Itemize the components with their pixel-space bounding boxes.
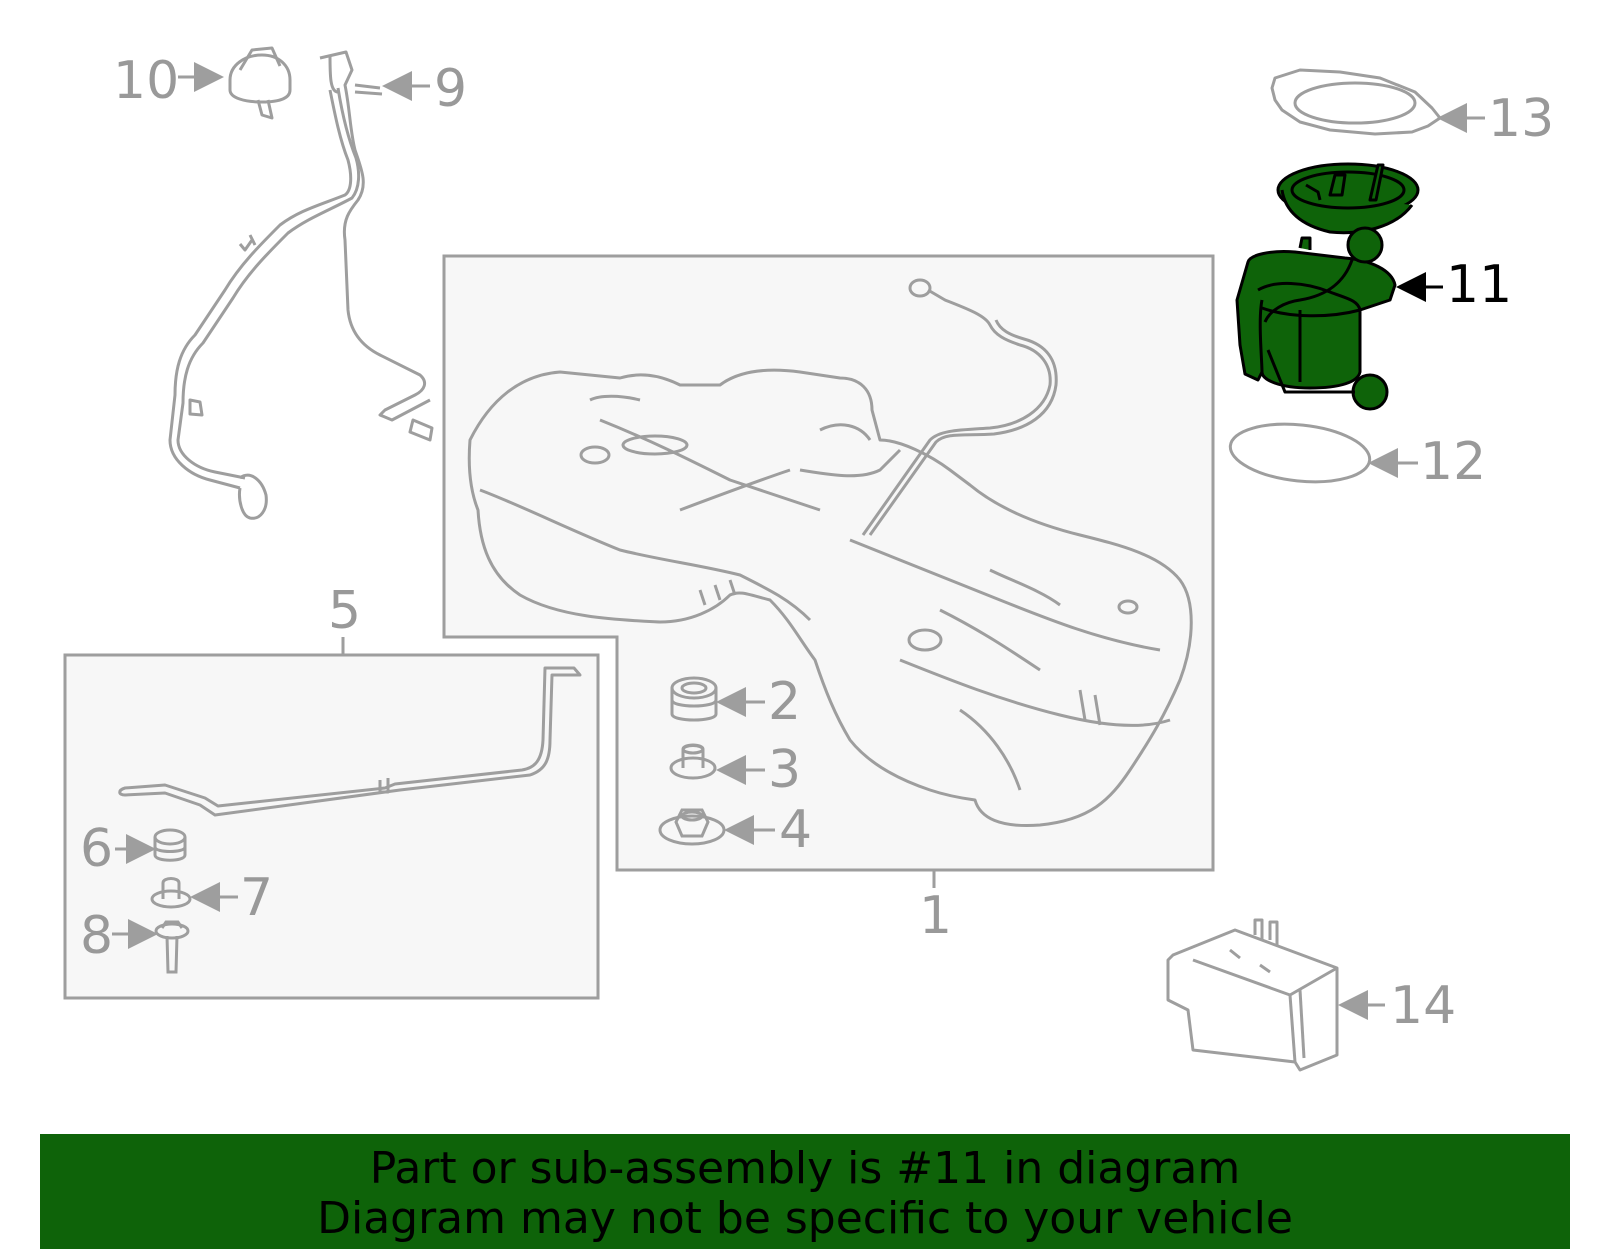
callout-13: 13 <box>1488 89 1555 149</box>
lock-ring-part-13 <box>1270 68 1442 136</box>
tank-group-panel <box>442 254 1215 872</box>
callout-9: 9 <box>434 59 468 119</box>
info-banner: Part or sub-assembly is #11 in diagram D… <box>40 1134 1570 1249</box>
banner-line-1: Part or sub-assembly is #11 in diagram <box>369 1143 1241 1194</box>
control-module-part-14 <box>1166 918 1339 1072</box>
callout-5: 5 <box>328 581 362 641</box>
callout-14: 14 <box>1390 976 1457 1036</box>
fuel-cap-part-10 <box>228 46 292 120</box>
callout-12: 12 <box>1420 432 1487 492</box>
callout-4: 4 <box>779 800 813 860</box>
bolt-part-8 <box>154 920 190 974</box>
callout-3: 3 <box>768 740 802 800</box>
strap-part-5 <box>118 666 582 817</box>
banner-line-2: Diagram may not be specific to your vehi… <box>317 1193 1293 1244</box>
filler-pipe-part-9 <box>168 50 434 520</box>
callout-2: 2 <box>768 672 802 732</box>
callout-6: 6 <box>80 819 114 879</box>
strap-group-panel <box>63 653 600 1000</box>
bushing-part-3 <box>669 743 717 780</box>
callout-8: 8 <box>80 906 114 966</box>
fuel-tank-drawing <box>467 278 1193 828</box>
callout-7: 7 <box>240 868 274 928</box>
fuel-pump-assembly-part-11 <box>1235 162 1420 411</box>
callout-1: 1 <box>919 886 953 946</box>
callout-10: 10 <box>113 51 180 111</box>
o-ring-part-12 <box>1228 422 1372 484</box>
callout-11: 11 <box>1446 255 1513 315</box>
